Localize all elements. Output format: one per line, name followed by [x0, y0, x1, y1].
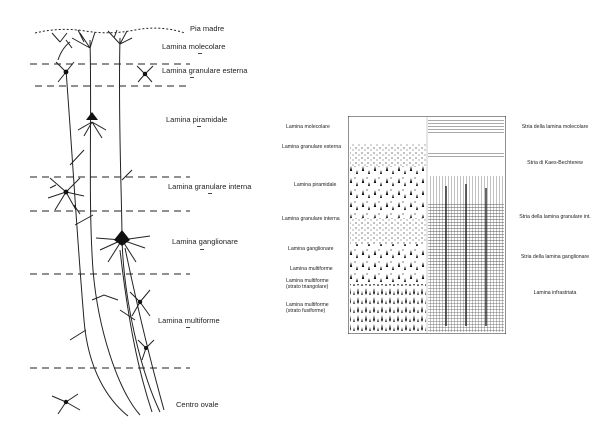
basal-dendrites [77, 121, 107, 139]
dendrite [57, 41, 71, 61]
label-lamina-multiforme: Lamina multiforme [290, 266, 333, 272]
label-centro-ovale: Centro ovale [176, 400, 219, 409]
label-lamina-piramidale: Lamina piramidale [294, 182, 337, 188]
cortex-histology-diagram: Lamina molecolare Lamina granulare ester… [280, 110, 600, 360]
dendrite [51, 393, 81, 415]
label-stria-lamina-granulare-int: Stria della lamina granulare int. [519, 214, 591, 220]
neuron-drawing [30, 27, 190, 417]
label-stria-lamina-ganglionare: Stria della lamina ganglionare [520, 254, 590, 260]
label-lamina-piramidale: Lamina piramidale [166, 115, 228, 124]
label-lamina-granulare-interna: Lamina granulare interna [282, 216, 340, 222]
stellate-dendrites [47, 177, 85, 215]
label-lamina-infrastriata: Lamina infrastriata [533, 290, 577, 296]
radial-bundle [445, 184, 487, 326]
label-marker [197, 126, 201, 127]
label-lamina-multiforme-fusiforme: Lamina multiforme (strato fusiforme) [286, 302, 329, 314]
label-stria-lamina-molecolare: Stria della lamina molecolare [521, 124, 589, 130]
label-lamina-granulare-interna: Lamina granulare interna [168, 182, 252, 191]
label-lamina-ganglionare: Lamina ganglionare [172, 237, 238, 246]
label-lamina-granulare-esterna: Lamina granulare esterna [162, 66, 248, 75]
dendrite [129, 289, 155, 361]
label-stria-kaes-bechterew: Stria di Kaes-Bechterew [527, 160, 583, 166]
dendrite-tuft [51, 29, 133, 49]
label-lamina-molecolare: Lamina molecolare [162, 42, 226, 51]
label-lamina-multiforme: Lamina multiforme [158, 316, 220, 325]
label-marker [190, 77, 194, 78]
label-marker [186, 327, 190, 328]
neuron-soma [63, 69, 69, 75]
apical-dendrite [89, 39, 141, 416]
neuron-soma [86, 112, 98, 120]
label-lamina-granulare-esterna: Lamina granulare esterna [282, 144, 342, 150]
label-marker [200, 249, 204, 250]
label-marker [208, 193, 212, 194]
axon [65, 69, 129, 417]
apical-dendrite [118, 37, 161, 413]
label-lamina-ganglionare: Lamina ganglionare [288, 246, 334, 252]
label-marker [198, 53, 202, 54]
neuron-soma [63, 399, 69, 405]
neuron-soma [142, 71, 148, 77]
label-pia-madre: Pia madre [190, 24, 225, 33]
pia-madre-surface [34, 27, 186, 34]
neuron-soma [144, 346, 148, 350]
basal-dendrites [95, 235, 151, 263]
dendrite [55, 61, 154, 83]
neuron-soma [63, 189, 69, 195]
neuron-soma [114, 230, 130, 246]
axon [119, 249, 153, 413]
axon [124, 247, 165, 411]
label-lamina-multiforme-triangolare: Lamina multiforme (strato triangolare) [286, 278, 329, 290]
cortex-layers-neuron-diagram: Pia madre Lamina molecolare Lamina granu… [0, 0, 260, 440]
axon-collateral [69, 149, 136, 341]
histology-panel [348, 116, 506, 334]
label-lamina-molecolare: Lamina molecolare [286, 124, 330, 130]
neuron-soma [137, 299, 143, 305]
